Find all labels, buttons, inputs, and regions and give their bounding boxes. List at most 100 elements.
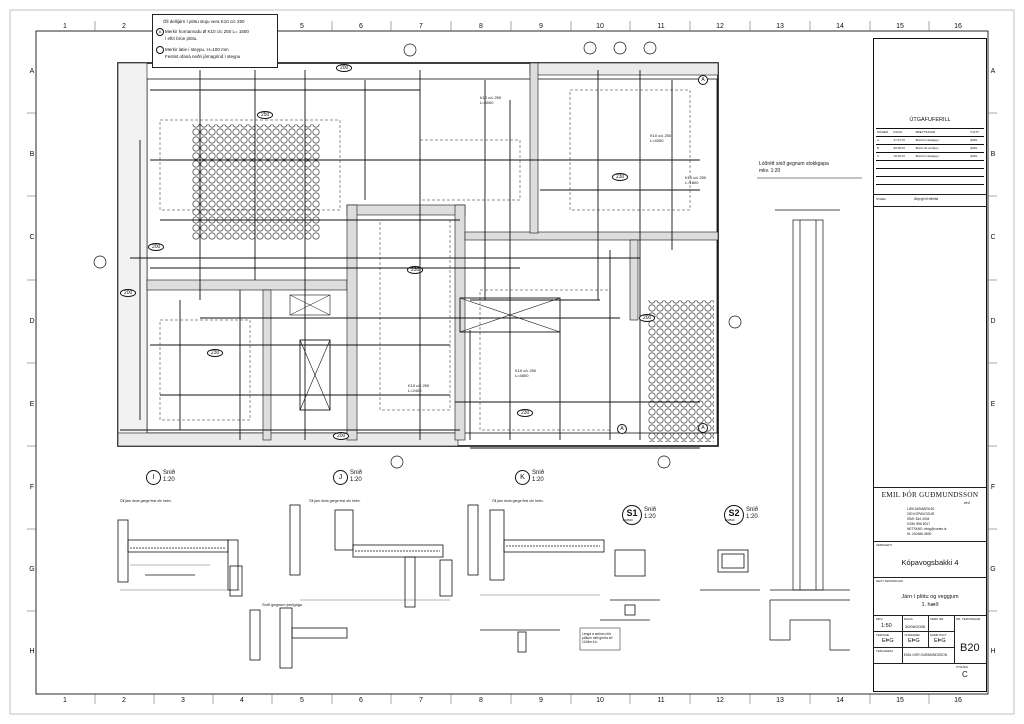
grid-col-label: 1 [63,697,67,704]
revision-cell: 17.07.07 [893,138,906,142]
drawn-value: EÞG [882,638,894,644]
company-suffix: ehf. [964,500,971,505]
checked-value: EÞG [908,638,920,644]
slab-tag: 230 [407,266,424,274]
grid-col-label: 2 [122,697,126,704]
rebar-label: L=3000 [480,100,494,105]
revision-col-header: BREYTINGAR [915,130,936,134]
approved-value: EÞG [934,638,946,644]
grid-row-label: H [990,648,996,655]
detail-caption: Öll járn drois gerge fest ofn heim. [120,499,172,503]
grid-col-label: 4 [240,697,244,704]
section-marker-a: A [698,423,708,433]
grid-col-label: 9 [539,697,543,704]
grid-col-label: 6 [359,697,363,704]
date-label: DAGS. [904,617,914,621]
revision-cell: 10.09.07 [893,154,906,158]
grid-col-label: 11 [657,23,665,30]
approved-label: SAMÞYKKT [930,633,947,637]
side-note-scale: mkv. 1:20 [759,168,781,174]
slab-tag: 230 [207,349,224,357]
address-line: LÆKJASMÁRA 50 [907,507,935,511]
grid-col-label: 5 [300,697,304,704]
rebar-label: L=4000 [650,138,664,143]
grid-col-label: 16 [954,23,962,30]
grid-row-label: B [990,151,996,158]
edge-tag: 200 [639,314,656,322]
grid-col-label: 14 [836,697,844,704]
revision-cell: EMG [970,138,978,142]
checked-label: YFIRFARIÐ [904,633,920,637]
marker-a-icon: A [156,28,164,36]
status-value: Ábýrgð til eftirlits [914,197,939,201]
grid-row-label: A [990,68,996,75]
scale-label: MKV. [876,617,884,621]
revision-col-header: DAGS. [893,130,903,134]
grid-col-label: 16 [954,697,962,704]
grid-row-label: F [29,484,35,491]
revision-cell: Breitt við smiðjun [915,146,939,150]
sheet-label: NR. TEIKNINGAR [956,617,981,621]
circle-icon [156,46,164,54]
sheet-number: B20 [960,642,980,654]
job-no-label: VERK NR. [930,617,945,621]
rebar-mesh-zone-1 [192,124,320,240]
slab-tag: 230 [517,409,534,417]
edge-tag: 200 [120,289,137,297]
grid-col-label: 15 [896,697,904,704]
grid-col-label: 10 [596,697,604,704]
slab-tag: 250 [257,111,274,119]
status-label: STAÐA [876,197,886,201]
edge-tag: 200 [148,243,165,251]
grid-row-label: D [29,318,35,325]
note-line-1: Öll dellijárn í plötu stuju vera K10 c/c… [163,19,245,24]
designer-label: TEIKNIAÐILI [876,649,894,653]
rebar-label: K10 c/c 250 [650,133,672,138]
revision-cell: A [877,138,880,142]
grid-row-label: H [29,648,35,655]
grid-col-label: 8 [479,697,483,704]
date-value: 30/06/2006 [905,624,926,629]
grid-col-label: 10 [596,23,604,30]
section-marker-a: A [617,424,627,434]
rebar-mesh-zone-2 [648,300,714,442]
grid-row-label: E [29,401,35,408]
address-line: NETFANG: ebtg@vortex.is [907,527,947,531]
note-line-3: í eftri brún plötu. [165,36,198,41]
slab-tag: 230 [612,173,629,181]
grid-col-label: 13 [776,697,784,704]
grid-col-label: 7 [419,697,423,704]
detail-caption: Öll járn drois gerge fest ofn heim. [309,499,361,503]
version-value: C [962,670,968,679]
grid-row-label: C [990,234,996,241]
grid-col-label: 14 [836,23,844,30]
address-line: Kt. 240486-3600 [907,532,932,536]
rebar-label: K10 c/c 250 [480,95,502,100]
note-line-2: Merkir hornamodu Ø K10 c/c 250 L= 1500 [165,29,249,34]
section-note: Lengd á smlum niðr plötum milli gerða að… [582,632,613,644]
grid-col-label: 3 [181,697,185,704]
rebar-label: K10 c/c 250 [408,383,430,388]
drawing-title-2: 1. hæð [921,602,939,608]
rebar-label: K10 c/c 250 [515,368,537,373]
revision-cell: 30.08.07 [893,146,906,150]
section-marker-a: A [698,75,708,85]
drawing-title-1: Járn í plötu og veggjum [901,594,959,600]
grid-row-label: G [29,566,35,573]
note-line-4: Merkir latie í steypu. H=100 mm [165,47,229,52]
drawing-label: HEITI TEIKNINGAR [876,579,903,583]
revision-cell: B [877,146,880,150]
grid-col-label: 12 [716,697,724,704]
grid-col-label: 1 [63,23,67,30]
grid-col-label: 15 [896,23,904,30]
revision-cell: EMG [970,154,978,158]
grid-col-label: 11 [657,697,665,704]
edge-tag: 200 [333,432,350,440]
address-line: GSM: 896 8017 [907,522,931,526]
address-line: 200 KÓPAVOGUR [907,512,935,516]
